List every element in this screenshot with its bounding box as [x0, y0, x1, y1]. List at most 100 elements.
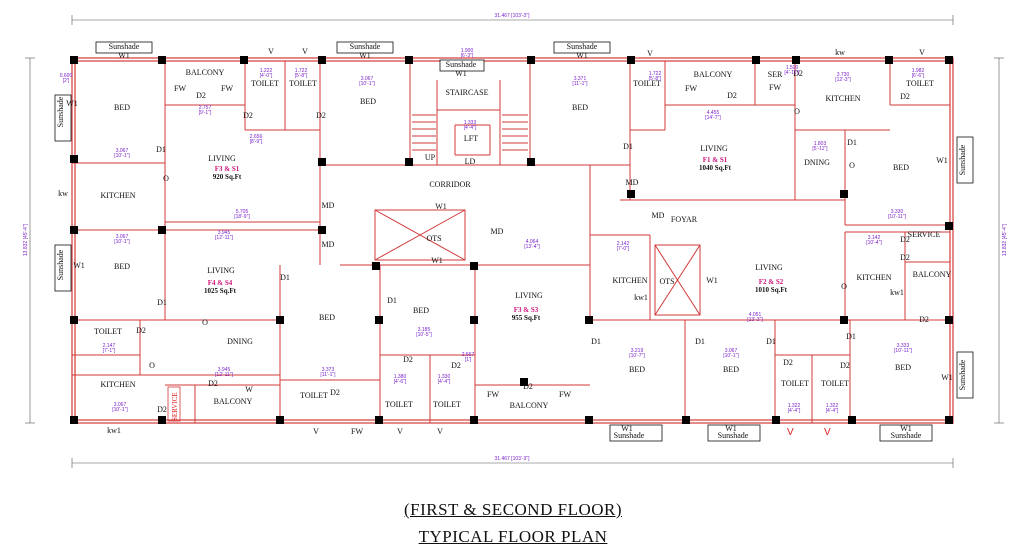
room-label: D1 — [766, 337, 776, 346]
room-label: V — [313, 427, 319, 436]
room-label: V — [302, 47, 308, 56]
room-label: W1 — [73, 261, 85, 270]
room-label: FW — [487, 390, 499, 399]
room-dimension: 3.730 — [837, 72, 850, 78]
room-dimension: 2.656 — [250, 134, 263, 140]
room-label: TOILET — [300, 391, 328, 400]
room-label: W1 — [936, 156, 948, 165]
room-dimension: [12'-11"] — [215, 372, 234, 378]
room-dimension: 1.322 — [826, 403, 839, 409]
room-label: W — [245, 385, 253, 394]
vent-arrow: V — [824, 427, 831, 438]
room-dimension: 3.067 — [116, 234, 129, 240]
room-dimension: [4'-4"] — [438, 379, 451, 385]
room-label: DNING — [227, 337, 253, 346]
room-label: LD — [465, 157, 476, 166]
room-dimension: 3.185 — [418, 327, 431, 333]
room-label: D2 — [523, 382, 533, 391]
room-label: W1 — [725, 424, 737, 433]
room-dimension: [1'] — [465, 357, 472, 363]
room-dimension: [6'-6"] — [912, 73, 925, 79]
room-dimension: [8'-9"] — [250, 139, 263, 145]
room-dimension: [13'-3"] — [747, 317, 763, 323]
room-label: BED — [114, 103, 130, 112]
room-dimension: 4.064 — [526, 239, 539, 245]
room-label: LIVING — [755, 263, 783, 272]
room-dimension: [6'-3"] — [461, 53, 474, 59]
room-dimension: [7'-0"] — [617, 246, 630, 252]
room-label: Sunshade — [891, 431, 922, 440]
unit-area: 1025 Sq.Ft — [204, 287, 237, 295]
room-label: D2 — [196, 91, 206, 100]
unit-area: 920 Sq.Ft — [213, 173, 242, 181]
room-dimension: [5'-8"] — [295, 73, 308, 79]
unit-name: F3 & S1 — [215, 165, 240, 173]
room-label: BALCONY — [913, 270, 952, 279]
room-dimension: 1.803 — [814, 141, 827, 147]
room-label: BED — [413, 306, 429, 315]
room-dimension: 1.380 — [394, 374, 407, 380]
room-label: OTS — [659, 277, 674, 286]
dimension-lines — [25, 15, 1004, 468]
room-dimension: 3.067 — [114, 402, 127, 408]
room-label: FW — [221, 84, 233, 93]
room-label: BED — [114, 262, 130, 271]
room-dimension: [14'-7"] — [705, 115, 721, 121]
room-label: D1 — [156, 145, 166, 154]
room-dimensions: 3.067[10'-1"]2.757[9'-1"]2.656[8'-9"]3.0… — [60, 48, 925, 414]
unit-name: F4 & S4 — [208, 279, 233, 287]
room-label: SERVICE — [908, 230, 941, 239]
room-dimension: [13'-4"] — [524, 244, 540, 250]
room-dimension: [10'-1"] — [112, 407, 128, 413]
room-label: O — [202, 318, 208, 327]
room-label: Sunshade — [56, 249, 65, 280]
room-label: TOILET — [251, 79, 279, 88]
room-dimension: [4'-6"] — [394, 379, 407, 385]
room-label: W1 — [118, 51, 130, 60]
room-dimension: 2.567 — [462, 352, 475, 358]
room-label: KITCHEN — [100, 191, 135, 200]
room-dimension: 1.500 — [786, 65, 799, 71]
room-label: KITCHEN — [612, 276, 647, 285]
room-dimension: [12'-11"] — [215, 235, 234, 241]
room-dimension: [7'-1"] — [103, 348, 116, 354]
room-label: Sunshade — [718, 431, 749, 440]
service-box: SERVICE — [167, 386, 181, 422]
room-dimension: [10'-5"] — [416, 332, 432, 338]
room-label: Sunshade — [614, 431, 645, 440]
room-dimension: [12'-3"] — [835, 77, 851, 83]
room-label: D2 — [157, 405, 167, 414]
room-label: CORRIDOR — [429, 180, 471, 189]
room-label: Sunshade — [567, 42, 598, 51]
room-dimension: [10'-1"] — [359, 81, 375, 87]
room-dimension: [10'-7"] — [629, 353, 645, 359]
room-label: D2 — [900, 235, 910, 244]
room-dimension: [10'-4"] — [866, 240, 882, 246]
room-dimension: 3.371 — [574, 76, 587, 82]
room-label: TOILET — [433, 400, 461, 409]
room-label: D2 — [783, 358, 793, 367]
room-label: STAIRCASE — [446, 88, 489, 97]
room-label: MD — [322, 201, 335, 210]
room-label: W1 — [359, 51, 371, 60]
room-dimension: [10'-1"] — [114, 239, 130, 245]
room-label: TOILET — [906, 79, 934, 88]
room-label: Sunshade — [109, 42, 140, 51]
room-label: Sunshade — [56, 96, 65, 127]
room-label: LFT — [464, 134, 478, 143]
room-dimension: 1.982 — [912, 68, 925, 74]
room-label: O — [841, 282, 847, 291]
room-label: D1 — [280, 273, 290, 282]
room-label: D1 — [847, 138, 857, 147]
room-dimension: [5'-11"] — [812, 146, 828, 152]
room-dimension: 1.333 — [464, 120, 477, 126]
room-label: kw1 — [634, 293, 648, 302]
room-dimension: [10'-11"] — [894, 348, 913, 354]
room-label: D1 — [695, 337, 705, 346]
room-dimension: 0.600 — [60, 73, 73, 79]
room-label: W1 — [66, 99, 78, 108]
room-label: FW — [174, 84, 186, 93]
room-label: D2 — [727, 91, 737, 100]
room-label: OTS — [426, 234, 441, 243]
